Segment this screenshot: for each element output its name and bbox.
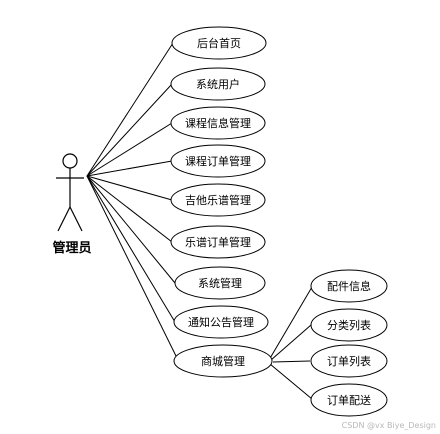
sub-use-case-order-list[interactable]: 订单列表 <box>310 344 388 378</box>
use-case-ellipse <box>310 269 388 303</box>
use-case-course-info[interactable]: 课程信息管理 <box>170 106 266 140</box>
association-line <box>86 122 173 177</box>
actor-associations <box>86 42 179 361</box>
use-case-label: 配件信息 <box>327 279 371 293</box>
use-case-label: 课程信息管理 <box>185 116 251 130</box>
use-case-label: 分类列表 <box>327 318 371 332</box>
association-line <box>86 175 173 201</box>
actor-right-leg <box>69 206 83 232</box>
use-case-label: 系统管理 <box>198 276 242 290</box>
association-line <box>86 42 174 177</box>
sub-use-case-categories[interactable]: 分类列表 <box>310 308 388 342</box>
use-case-guitar-scores[interactable]: 吉他乐谱管理 <box>170 183 266 217</box>
use-case-ellipse <box>170 183 266 217</box>
use-case-label: 乐谱订单管理 <box>185 235 251 249</box>
association-line <box>86 175 176 284</box>
use-case-ellipse <box>170 67 266 101</box>
association-line <box>269 363 313 400</box>
use-case-label: 后台首页 <box>197 36 241 50</box>
use-case-label: 系统用户 <box>196 77 240 91</box>
use-case-label: 商城管理 <box>201 354 245 368</box>
use-case-ellipse <box>171 26 267 60</box>
use-case-label: 课程订单管理 <box>185 154 251 168</box>
use-case-ellipse <box>173 305 269 339</box>
use-case-system-management[interactable]: 系统管理 <box>174 266 266 300</box>
use-case-announcements[interactable]: 通知公告管理 <box>173 305 269 339</box>
association-line <box>272 360 311 363</box>
use-case-ellipse <box>174 266 266 300</box>
actor-head <box>62 153 78 169</box>
association-line <box>86 175 176 323</box>
use-case-score-orders[interactable]: 乐谱订单管理 <box>170 225 266 259</box>
watermark: CSDN @vx Biye_Design <box>342 421 436 430</box>
use-case-system-users[interactable]: 系统用户 <box>170 67 266 101</box>
actor-left-leg <box>57 206 71 232</box>
sub-use-case-order-delivery[interactable]: 订单配送 <box>310 383 388 417</box>
use-case-ellipse <box>173 344 273 378</box>
sub-associations <box>268 286 313 400</box>
association-line <box>268 286 313 361</box>
association-line <box>86 175 173 243</box>
association-line <box>86 160 173 177</box>
use-case-home[interactable]: 后台首页 <box>171 26 267 60</box>
use-case-ellipse <box>310 383 388 417</box>
use-case-label: 订单列表 <box>327 354 371 368</box>
association-line <box>86 175 179 361</box>
use-case-ellipse <box>170 106 266 140</box>
use-case-ellipse <box>170 144 266 178</box>
use-case-mall-management[interactable]: 商城管理 <box>173 344 273 378</box>
use-case-label: 订单配送 <box>327 393 371 407</box>
association-line <box>86 83 173 177</box>
use-case-course-orders[interactable]: 课程订单管理 <box>170 144 266 178</box>
use-case-ellipse <box>310 344 388 378</box>
use-case-ellipse <box>310 308 388 342</box>
sub-use-case-accessories[interactable]: 配件信息 <box>310 269 388 303</box>
use-case-label: 通知公告管理 <box>188 315 254 329</box>
actor-label: 管理员 <box>52 240 91 256</box>
use-case-label: 吉他乐谱管理 <box>185 193 251 207</box>
use-case-ellipse <box>170 225 266 259</box>
actor-figure <box>56 153 84 232</box>
association-line <box>270 324 312 361</box>
